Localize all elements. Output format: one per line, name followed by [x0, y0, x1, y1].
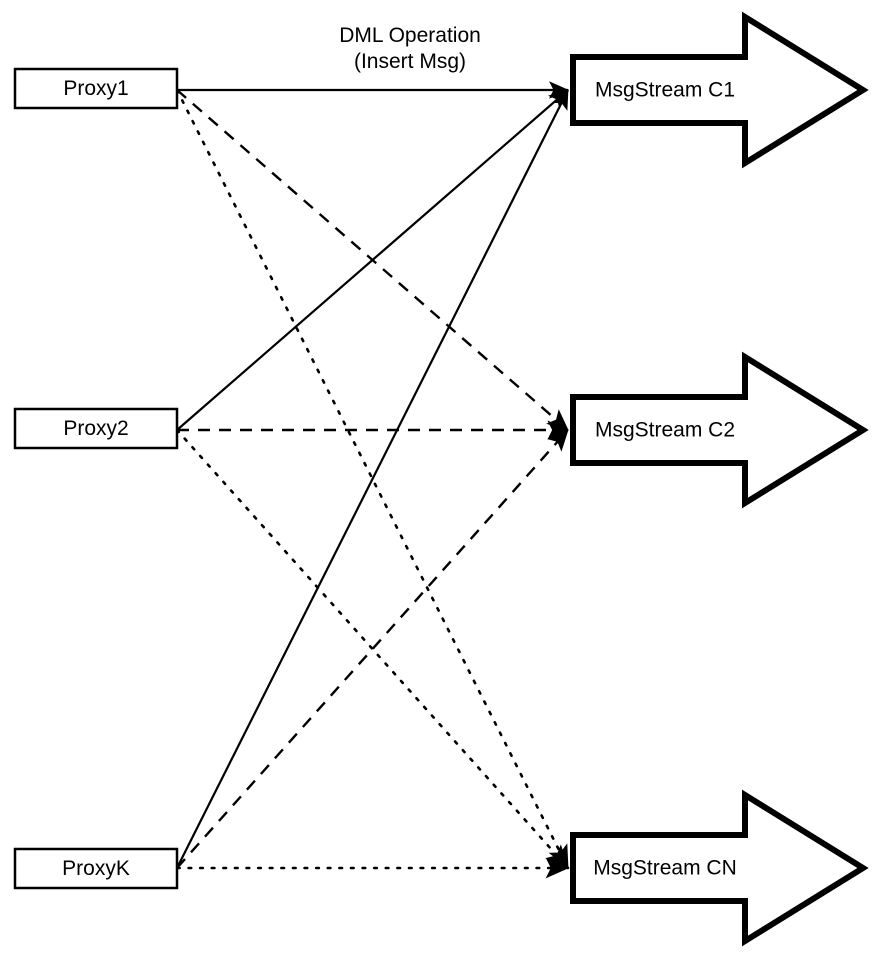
edge-label-line1: DML Operation: [339, 24, 481, 47]
msgstream-node-cN[interactable]: MsgStream CN: [570, 789, 869, 947]
msgstream-label-c1: MsgStream C1: [595, 79, 735, 102]
link-pK-c2: [176, 429, 569, 869]
proxy-node-proxy1[interactable]: Proxy1: [13, 67, 179, 110]
proxy-node-proxyK[interactable]: ProxyK: [13, 847, 179, 890]
link-pK-c1: [176, 89, 569, 869]
msgstream-arrow-shape-c1[interactable]: [570, 11, 869, 169]
edge-label-line2: (Insert Msg): [354, 50, 466, 73]
msgstream-arrow-shape-cN[interactable]: [570, 789, 869, 947]
msgstream-node-c1[interactable]: MsgStream C1: [570, 11, 869, 169]
link-p2-c1: [176, 89, 569, 431]
msgstream-label-c2: MsgStream C2: [595, 419, 735, 442]
proxy-node-proxy2[interactable]: Proxy2: [13, 407, 179, 450]
msgstream-label-cN: MsgStream CN: [593, 857, 737, 880]
proxy-box-proxy1[interactable]: [13, 67, 179, 110]
proxy-label-proxyK: ProxyK: [62, 857, 130, 880]
proxy-box-proxy2[interactable]: [13, 407, 179, 450]
proxy-box-proxyK[interactable]: [13, 847, 179, 890]
msgstream-node-c2[interactable]: MsgStream C2: [570, 351, 869, 509]
link-p2-cN: [175, 428, 570, 870]
edges-layer: [175, 81, 570, 879]
proxy-label-proxy1: Proxy1: [63, 77, 128, 100]
proxy-label-proxy2: Proxy2: [63, 417, 128, 440]
msgstream-arrow-shape-c2[interactable]: [570, 351, 869, 509]
